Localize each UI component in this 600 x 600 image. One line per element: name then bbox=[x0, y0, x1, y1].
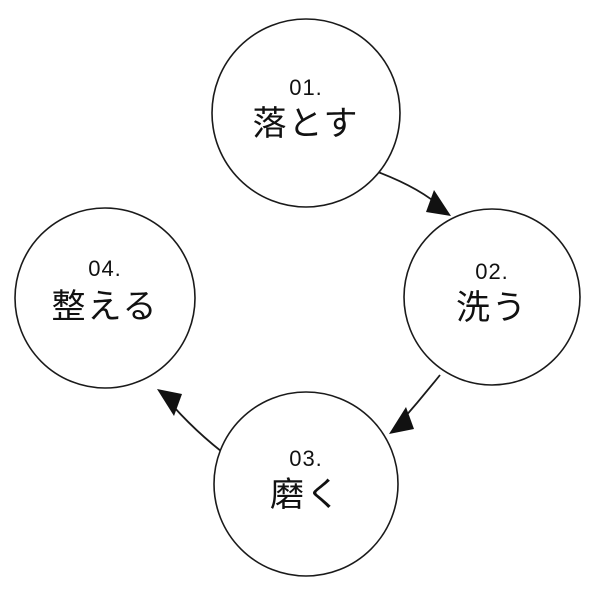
node-step-02-label: 洗う bbox=[456, 288, 528, 328]
arrow-01-to-02 bbox=[377, 171, 451, 216]
node-step-01[interactable]: 01. 落とす bbox=[211, 18, 401, 208]
node-step-01-number: 01. bbox=[289, 75, 323, 100]
node-step-02[interactable]: 02. 洗う bbox=[403, 208, 581, 386]
node-step-01-circle[interactable] bbox=[211, 18, 401, 208]
node-step-03[interactable]: 03. 磨く bbox=[213, 391, 399, 577]
arrow-02-to-03 bbox=[389, 374, 441, 434]
node-step-03-number: 03. bbox=[289, 446, 323, 471]
node-step-02-number: 02. bbox=[475, 259, 509, 284]
arrow-03-to-04 bbox=[157, 389, 231, 459]
node-step-04-label: 整える bbox=[52, 287, 159, 327]
arrow-group bbox=[157, 171, 451, 459]
arrow-01-to-02-head bbox=[426, 190, 451, 216]
node-step-04[interactable]: 04. 整える bbox=[14, 207, 196, 389]
node-step-03-circle[interactable] bbox=[213, 391, 399, 577]
node-step-03-label: 磨く bbox=[270, 475, 342, 515]
node-step-04-number: 04. bbox=[88, 256, 122, 281]
node-step-04-circle[interactable] bbox=[14, 207, 196, 389]
arrow-03-to-04-head bbox=[157, 389, 182, 416]
node-step-02-circle[interactable] bbox=[403, 208, 581, 386]
arrow-02-to-03-head bbox=[389, 407, 414, 434]
node-step-01-label: 落とす bbox=[253, 104, 360, 144]
